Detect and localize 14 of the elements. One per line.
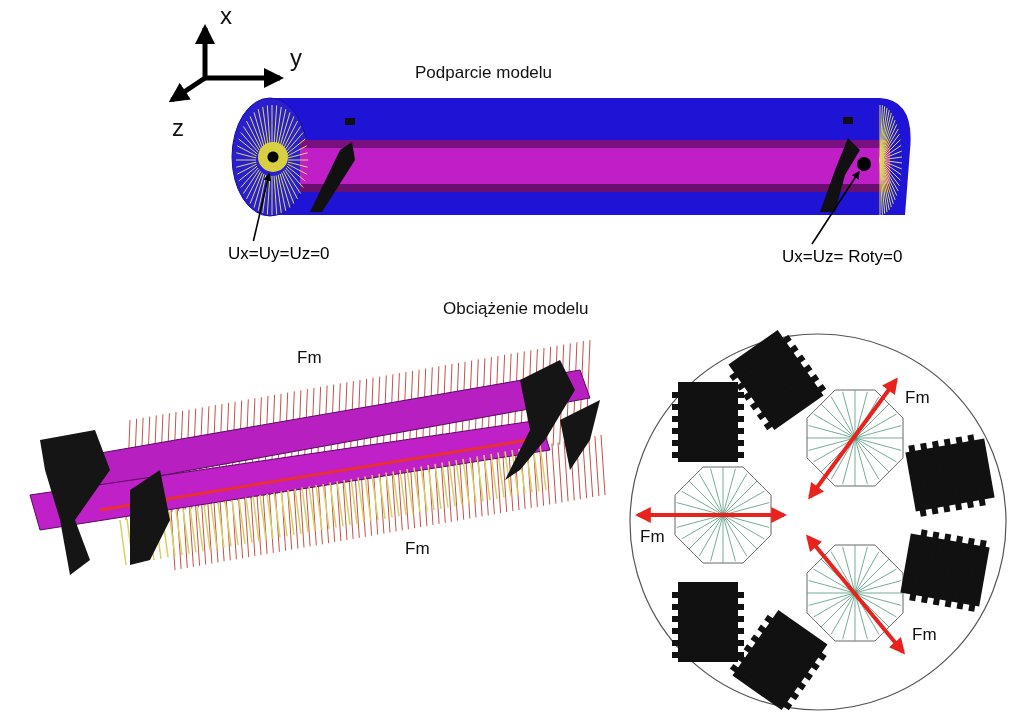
view-title: Podparcie modelu: [415, 64, 553, 81]
leader-line: [811, 170, 860, 245]
force-label: Fm: [640, 528, 665, 545]
force-label: Fm: [297, 349, 322, 366]
leader-line: [252, 172, 272, 242]
force-label: Fm: [405, 540, 430, 557]
constraint-label: Ux=Uz= Roty=0: [782, 247, 903, 267]
force-label: Fm: [912, 626, 937, 643]
constraint-label: Ux=Uy=Uz=0: [228, 244, 330, 264]
force-label: Fm: [905, 389, 930, 406]
axis-label: y: [290, 46, 302, 70]
axis-label: z: [172, 116, 184, 140]
axis-label: x: [220, 4, 232, 28]
view-title: Obciążenie modelu: [443, 300, 589, 317]
